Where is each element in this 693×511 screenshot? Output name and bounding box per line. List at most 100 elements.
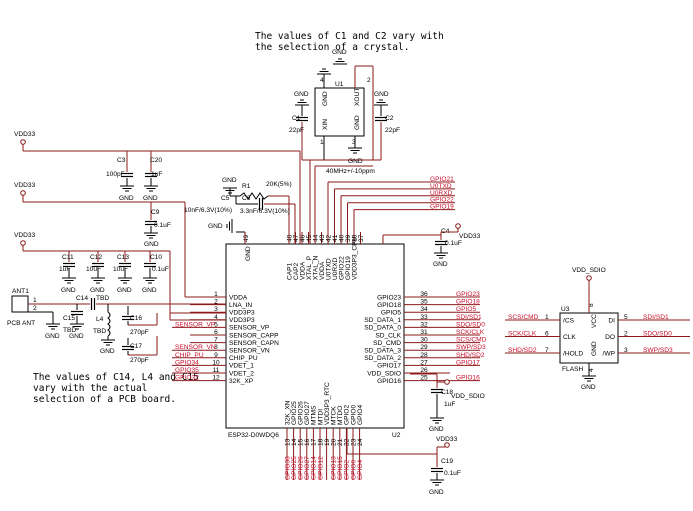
- net-bottom-13: GPIO33: [284, 456, 291, 480]
- c9-value: 0.1uF: [154, 222, 171, 229]
- c16-value: 270pF: [130, 329, 149, 336]
- pin-name-right-27: GPIO17: [377, 363, 401, 370]
- pin-name-right-28: SD_DATA_2: [364, 355, 401, 362]
- flash-pin-num-7: 7: [545, 347, 549, 354]
- net-right-32: SDO/SD0: [456, 321, 485, 328]
- antenna-body: [11, 295, 29, 313]
- pin-num-bottom-20: 20: [331, 438, 338, 446]
- pin-num-bottom-16: 16: [304, 438, 311, 446]
- c15-ref: C15: [63, 315, 75, 322]
- top-net-label-0: GPIO21: [430, 176, 454, 183]
- net-right-25: GPIO16: [456, 375, 480, 382]
- pin-name-right-30: SD_CMD: [373, 340, 401, 347]
- pin-name-top-43: VDDA: [319, 261, 326, 280]
- net-bottom-22: GPIO2: [344, 460, 351, 480]
- antenna-name: PCB ANT: [7, 320, 35, 327]
- vdd33-c4: VDD33: [459, 233, 481, 240]
- flash-ref: U3: [561, 306, 570, 313]
- c10-value: 0.1uF: [152, 266, 169, 273]
- pin-num-bottom-14: 14: [291, 438, 298, 446]
- gnd-c4: GND: [433, 261, 448, 268]
- flash-net-6: SCK/CLK: [508, 331, 537, 338]
- crystal-spec: 40MHz+/-10ppm: [326, 168, 375, 175]
- flash-pin-name-3: /WP: [603, 350, 616, 357]
- pin-name-bottom-21: MTDO: [337, 406, 344, 425]
- pin-name-right-33: SD_DATA_1: [364, 317, 401, 324]
- crystal-pin-xin: XIN: [322, 119, 329, 130]
- pin-num-right-27: 27: [420, 359, 428, 366]
- c13-value: 10uF: [113, 266, 128, 273]
- pin-num-left-11: 11: [213, 367, 220, 374]
- pin-num-right-26: 26: [420, 367, 428, 374]
- net-left-5: SENSOR_VP: [175, 321, 216, 328]
- c3-value: 100pF: [106, 171, 125, 178]
- pin-name-left-1: VDDA: [229, 294, 248, 301]
- crystal-pin-2: 2: [367, 77, 371, 84]
- pin-name-top-44: XTAL_N: [312, 255, 319, 280]
- crystal-pin-xout: XOUT: [354, 88, 361, 106]
- pin-name-bottom-18: MTDI: [317, 409, 324, 425]
- net-left-12: GPIO32: [175, 375, 199, 382]
- pin-name-bottom-15: GPIO26: [298, 401, 305, 425]
- crystal-pin-gnd-r: GND: [354, 115, 361, 130]
- c15-value: TBD: [63, 327, 76, 334]
- pin-num-left-9: 9: [214, 352, 218, 359]
- pin-num-left-12: 12: [212, 375, 220, 382]
- pin-name-right-36: GPIO23: [377, 294, 401, 301]
- pin-num-bottom-18: 18: [317, 438, 324, 446]
- gnd-c15: GND: [69, 333, 84, 340]
- pin-num-right-25: 25: [420, 375, 428, 382]
- pin-name-top-48: CAP1: [286, 262, 293, 280]
- c14-ref: C14: [76, 295, 88, 302]
- c9-ref: C9: [151, 209, 160, 216]
- pin-name-left-3: VDD3P3: [229, 310, 255, 317]
- pin-name-bottom-17: MTMS: [311, 405, 318, 425]
- gnd-c11: GND: [61, 287, 76, 294]
- pin-name-right-34: GPIO5: [381, 310, 401, 317]
- r1-value: 20K(5%): [266, 181, 292, 188]
- pcb-note-line3: selection of a PCB board.: [33, 394, 176, 405]
- gnd-c13: GND: [117, 287, 132, 294]
- pin-num-top-41: 41: [332, 234, 339, 242]
- c1-value: 22pF: [289, 127, 304, 134]
- pin-num-left-1: 1: [214, 291, 218, 298]
- net-right-34: GPIO5: [456, 306, 476, 313]
- l4-ref: L4: [96, 316, 104, 323]
- flash-pin-num-6: 6: [545, 331, 549, 338]
- c17-value: 270pF: [130, 357, 149, 364]
- antenna-ref: ANT1: [12, 288, 29, 295]
- pin-num-right-29: 29: [420, 344, 428, 351]
- net-bottom-21: GPIO15: [337, 456, 344, 480]
- pin-name-left-10: VDET_1: [229, 363, 254, 370]
- flash-net-7: SHD/SD2: [508, 347, 537, 354]
- gnd-crystal-bottom: GND: [348, 158, 363, 165]
- gnd-c1-label: GND: [294, 91, 309, 98]
- pin-name-bottom-24: GPIO4: [357, 405, 364, 425]
- flash-gnd-pin: 4: [588, 368, 595, 372]
- net-right-35: GPIO18: [456, 299, 480, 306]
- crystal-ref: U1: [335, 81, 344, 88]
- pin-num-left-4: 4: [214, 314, 218, 321]
- pin-num-top-38: 38: [351, 234, 358, 242]
- net-bottom-16: GPIO27: [304, 456, 311, 480]
- pin-num-right-28: 28: [420, 352, 428, 359]
- pin-num-top-47: 47: [293, 234, 300, 242]
- c19-ref: C19: [441, 458, 453, 465]
- net-bottom-23: GPIO0: [350, 460, 357, 480]
- pin-name-top-42: U0TXD: [325, 258, 332, 280]
- pin-name-left-9: CHIP_PU: [229, 355, 258, 362]
- pin-num-top-40: 40: [338, 234, 345, 242]
- crystal-note-line2: the selection of a crystal.: [255, 42, 409, 53]
- pin-name-right-32: SD_DATA_0: [364, 325, 401, 332]
- l4-value: TBD: [93, 328, 106, 335]
- pin-name-left-2: LNA_IN: [229, 302, 252, 309]
- pin-num-left-6: 6: [214, 329, 218, 336]
- pin-num-right-30: 30: [420, 337, 428, 344]
- vdd33-label-2: VDD33: [14, 182, 36, 189]
- gnd-c12: GND: [90, 287, 105, 294]
- pin-name-right-25: GPIO16: [377, 378, 401, 385]
- crystal-pin-4: 4: [320, 77, 324, 84]
- c20-value: 1uF: [151, 171, 162, 178]
- pin-name-left-11: VDET_2: [229, 370, 254, 377]
